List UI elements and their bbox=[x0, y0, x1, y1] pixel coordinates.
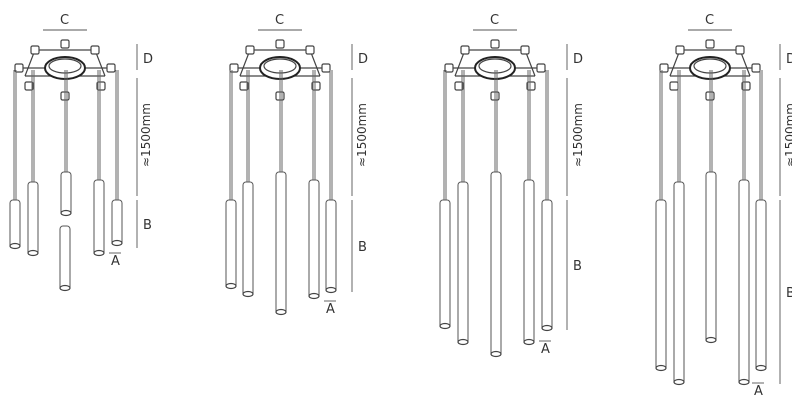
mount-cap bbox=[490, 39, 500, 49]
light-lens bbox=[225, 282, 237, 290]
mount-cap bbox=[275, 39, 285, 49]
light-tube bbox=[60, 171, 72, 216]
light-tube bbox=[9, 199, 21, 249]
label-length: ≈1500mm bbox=[783, 103, 792, 167]
label-d: D bbox=[143, 52, 153, 67]
mount-cap bbox=[311, 81, 321, 91]
light-tube bbox=[755, 199, 767, 371]
mount-cap bbox=[520, 45, 530, 55]
light-lens bbox=[755, 364, 767, 372]
label-b: B bbox=[573, 259, 582, 274]
light-lens bbox=[457, 338, 469, 346]
light-lens bbox=[308, 292, 320, 300]
mount-cap bbox=[526, 81, 536, 91]
mount-cap bbox=[669, 81, 679, 91]
mount-cap bbox=[30, 45, 40, 55]
label-a: A bbox=[111, 254, 120, 269]
light-tube bbox=[439, 199, 451, 329]
label-length: ≈1500mm bbox=[355, 103, 369, 167]
mount-cap bbox=[675, 45, 685, 55]
light-tube-lower bbox=[59, 225, 71, 291]
mount-cap bbox=[90, 45, 100, 55]
mount-cap bbox=[96, 81, 106, 91]
light-lens bbox=[705, 336, 717, 344]
label-d: D bbox=[573, 52, 583, 67]
light-lens bbox=[655, 364, 667, 372]
light-lens bbox=[439, 322, 451, 330]
label-c: C bbox=[705, 13, 714, 28]
mount-cap bbox=[460, 45, 470, 55]
mount-cap bbox=[60, 39, 70, 49]
light-tube bbox=[93, 179, 105, 256]
light-tube bbox=[325, 199, 337, 293]
label-length: ≈1500mm bbox=[571, 103, 585, 167]
light-lens bbox=[60, 209, 72, 217]
label-a: A bbox=[326, 302, 335, 317]
label-b: B bbox=[143, 218, 152, 233]
light-lens bbox=[673, 378, 685, 386]
light-tube bbox=[738, 179, 750, 385]
label-c: C bbox=[490, 13, 499, 28]
light-lens bbox=[27, 249, 39, 257]
light-tube bbox=[490, 171, 502, 357]
mount-cap bbox=[305, 45, 315, 55]
mount-cap bbox=[705, 39, 715, 49]
mount-cap bbox=[751, 63, 761, 73]
light-lens bbox=[541, 324, 553, 332]
light-lens bbox=[325, 286, 337, 294]
light-lens bbox=[738, 378, 750, 386]
light-lens bbox=[59, 284, 71, 292]
label-c: C bbox=[275, 13, 284, 28]
light-tube bbox=[242, 181, 254, 297]
light-tube bbox=[457, 181, 469, 345]
light-tube bbox=[225, 199, 237, 289]
light-tube bbox=[541, 199, 553, 331]
light-lens bbox=[93, 249, 105, 257]
label-a: A bbox=[541, 342, 550, 357]
light-lens bbox=[275, 308, 287, 316]
mount-cap bbox=[536, 63, 546, 73]
light-tube bbox=[275, 171, 287, 315]
mount-cap bbox=[24, 81, 34, 91]
label-c: C bbox=[60, 13, 69, 28]
light-tube bbox=[27, 181, 39, 256]
mount-cap bbox=[239, 81, 249, 91]
mount-cap bbox=[454, 81, 464, 91]
light-tube bbox=[523, 179, 535, 345]
light-tube bbox=[705, 171, 717, 343]
light-lens bbox=[111, 239, 123, 247]
mount-cap bbox=[245, 45, 255, 55]
light-tube bbox=[308, 179, 320, 299]
mount-cap bbox=[444, 63, 454, 73]
light-tube bbox=[655, 199, 667, 371]
mount-cap bbox=[659, 63, 669, 73]
label-d: D bbox=[358, 52, 368, 67]
light-lens bbox=[490, 350, 502, 358]
mount-cap bbox=[106, 63, 116, 73]
light-tube bbox=[111, 199, 123, 246]
mount-cap bbox=[735, 45, 745, 55]
light-lens bbox=[242, 290, 254, 298]
mount-cap bbox=[229, 63, 239, 73]
label-d: D bbox=[786, 52, 792, 67]
label-a: A bbox=[754, 384, 763, 396]
label-b: B bbox=[786, 286, 792, 301]
mount-cap bbox=[741, 81, 751, 91]
light-tube bbox=[673, 181, 685, 385]
light-lens bbox=[9, 242, 21, 250]
label-b: B bbox=[358, 240, 367, 255]
mount-cap bbox=[14, 63, 24, 73]
label-length: ≈1500mm bbox=[139, 103, 153, 167]
mount-cap bbox=[321, 63, 331, 73]
light-lens bbox=[523, 338, 535, 346]
